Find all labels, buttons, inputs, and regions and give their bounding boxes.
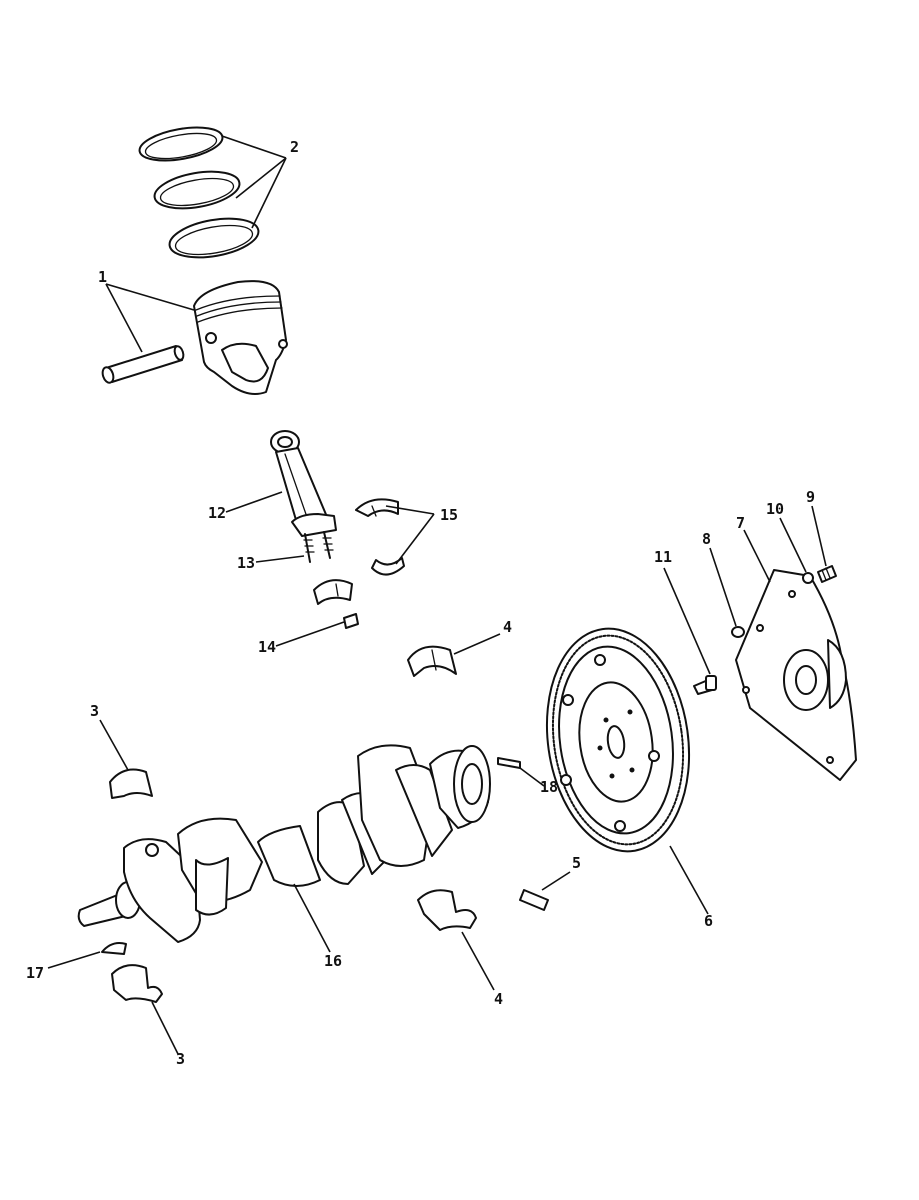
piston-assembly <box>101 280 288 395</box>
main-bearing-front-lower <box>111 964 163 1003</box>
callout-4-lower: 4 <box>494 990 503 1008</box>
callout-16: 16 <box>324 952 342 970</box>
piston <box>193 280 288 395</box>
main-bearing-front-upper <box>109 768 153 799</box>
woodruff-key <box>519 889 549 911</box>
callout-5: 5 <box>572 854 581 872</box>
callout-6: 6 <box>704 912 713 930</box>
crank-key <box>101 942 127 955</box>
rod-bolts <box>303 531 334 563</box>
callout-17: 17 <box>26 964 44 982</box>
callout-15: 15 <box>440 506 458 524</box>
flywheel-bolt <box>693 675 717 695</box>
rod-bearing-lower <box>371 557 405 576</box>
flywheel <box>545 627 691 853</box>
callout-labels: 1 2 12 13 15 14 4 3 18 5 4 16 17 3 6 11 … <box>26 138 815 1068</box>
callout-14: 14 <box>258 638 276 656</box>
callout-11: 11 <box>654 548 672 566</box>
piston-rings <box>138 126 260 259</box>
callout-10: 10 <box>766 500 784 518</box>
piston-ring-middle <box>153 170 241 210</box>
wrist-pin <box>101 345 185 384</box>
rod-bearing-upper <box>355 498 399 517</box>
callout-18: 18 <box>540 778 558 796</box>
dowel-pin <box>343 613 359 629</box>
crankshaft <box>77 744 491 943</box>
callout-13: 13 <box>237 554 255 572</box>
leader-lines <box>47 135 827 1055</box>
callout-12: 12 <box>208 504 226 522</box>
callout-3-lower: 3 <box>176 1050 185 1068</box>
lock-washer <box>802 572 814 584</box>
callout-3-upper: 3 <box>90 702 99 720</box>
piston-ring-top <box>138 126 224 162</box>
callout-7: 7 <box>736 514 745 532</box>
callout-4-upper: 4 <box>503 618 512 636</box>
cap-screw <box>817 565 837 583</box>
callout-1: 1 <box>98 268 107 286</box>
callout-8: 8 <box>702 530 711 548</box>
rod-cap-bearing <box>313 579 353 605</box>
main-bearing-lower <box>417 889 477 931</box>
main-bearing-upper <box>407 645 457 677</box>
piston-ring-bottom <box>168 217 260 259</box>
callout-2: 2 <box>290 138 299 156</box>
connecting-rod <box>270 430 337 537</box>
pilot-pin <box>497 757 521 769</box>
washer <box>731 626 745 638</box>
callout-9: 9 <box>806 488 815 506</box>
coupler-plate <box>735 569 857 781</box>
